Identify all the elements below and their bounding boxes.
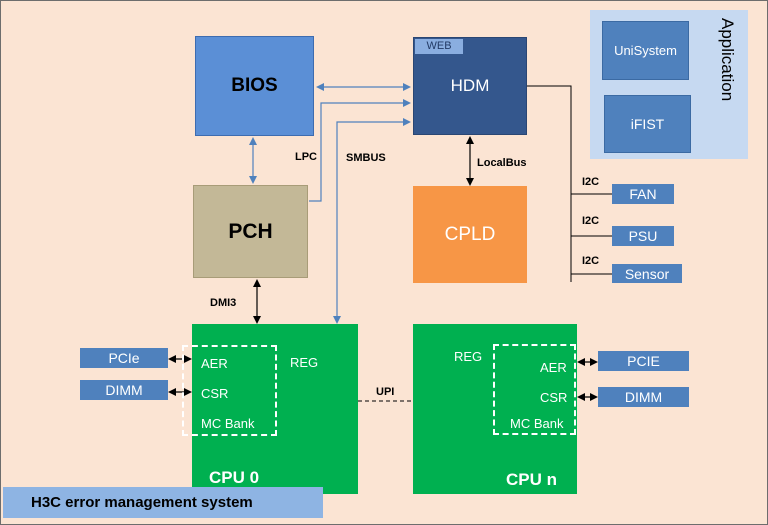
cpu0-dimm-block: DIMM	[80, 380, 168, 400]
upi-label: UPI	[376, 386, 395, 398]
cpu0-title: CPU 0	[209, 468, 260, 487]
web-badge: WEB	[415, 39, 463, 54]
lpc-label: LPC	[295, 151, 317, 163]
smbus-label: SMBUS	[346, 152, 386, 164]
footer-title: H3C error management system	[3, 487, 323, 518]
application-title: Application	[718, 18, 737, 102]
cpu0-mc-bank-label: MC Bank	[201, 416, 255, 431]
cpun-reg-label: REG	[454, 349, 483, 364]
cpun-title: CPU n	[506, 470, 557, 489]
dmi3-label: DMI3	[210, 297, 237, 309]
cpun-error-group	[493, 344, 576, 435]
cpun-aer-label: AER	[540, 360, 567, 375]
cpu0-csr-label: CSR	[201, 386, 229, 401]
smbus-link	[333, 118, 411, 324]
cpu0-error-group	[182, 345, 277, 436]
i2c-trunk	[527, 85, 572, 282]
cpun-pcie-block: PCIE	[598, 351, 689, 371]
cpun-csr-label: CSR	[540, 390, 568, 405]
hdm-block: HDM	[413, 37, 527, 135]
sensor-block: Sensor	[612, 264, 682, 283]
localbus-label: LocalBus	[477, 157, 527, 169]
cpu0-pcie-block: PCIe	[80, 348, 168, 368]
cpun-dimm-block: DIMM	[598, 387, 689, 407]
pch-block: PCH	[193, 185, 308, 278]
cpu0-aer-label: AER	[201, 356, 228, 371]
fan-block: FAN	[612, 184, 674, 204]
i2c-sensor-label: I2C	[582, 255, 600, 267]
lpc-link	[309, 99, 411, 202]
unisystem-block: UniSystem	[602, 21, 689, 80]
bios-block: BIOS	[195, 36, 314, 136]
i2c-psu-label: I2C	[582, 215, 600, 227]
i2c-fan-label: I2C	[582, 176, 600, 188]
cpld-block: CPLD	[413, 186, 527, 283]
psu-block: PSU	[612, 226, 674, 246]
ifist-block: iFIST	[604, 95, 691, 153]
cpun-mc-bank-label: MC Bank	[510, 416, 564, 431]
cpu0-reg-label: REG	[290, 355, 319, 370]
cpun-block	[413, 324, 577, 494]
